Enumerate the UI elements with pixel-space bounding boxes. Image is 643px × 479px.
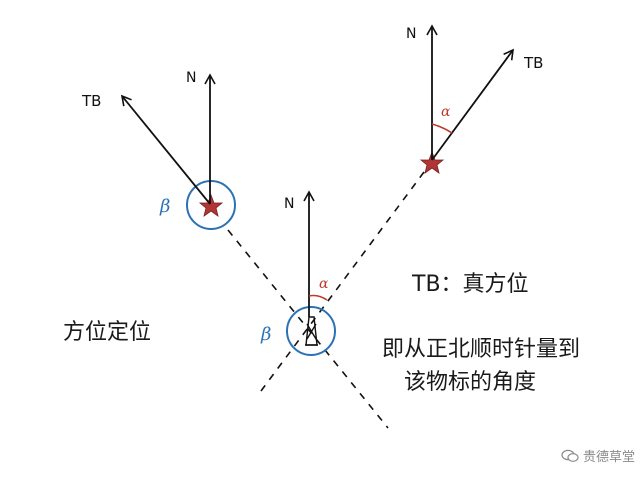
right-tb-label: TB	[523, 54, 543, 72]
right-alpha-arc	[431, 123, 453, 134]
left-star-icon	[198, 193, 224, 217]
left-circle	[186, 180, 236, 230]
chat-bubble-icon	[561, 449, 579, 462]
right-n-label: N	[406, 26, 416, 42]
watermark-text: 贵德草堂	[582, 450, 635, 465]
center-alpha-label: α	[319, 276, 329, 292]
right-alpha-label: α	[441, 104, 451, 120]
center-tower-mark: N α β	[260, 190, 336, 356]
right-tb-arrow	[431, 48, 514, 161]
left-tb-arrow	[120, 94, 211, 205]
definition-line-1: 即从正北顺时针量到	[382, 337, 580, 362]
right-star-mark: N TB α	[406, 24, 543, 174]
watermark: 贵德草堂	[561, 446, 635, 465]
left-star-mark: TB N β	[81, 70, 236, 230]
diagram-title: 方位定位	[63, 320, 151, 345]
center-circle	[286, 306, 336, 356]
right-star-icon	[419, 150, 445, 174]
center-beta-label: β	[260, 324, 271, 345]
center-n-label: N	[284, 196, 294, 212]
dashed-line-right	[257, 171, 425, 396]
left-tb-label: TB	[81, 92, 101, 110]
lighthouse-icon	[305, 316, 318, 346]
definition-title: TB：真方位	[411, 272, 529, 297]
definition-line-2: 该物标的角度	[404, 370, 536, 395]
center-alpha-arc	[308, 294, 328, 301]
left-beta-label: β	[159, 196, 170, 217]
left-n-label: N	[186, 70, 196, 86]
